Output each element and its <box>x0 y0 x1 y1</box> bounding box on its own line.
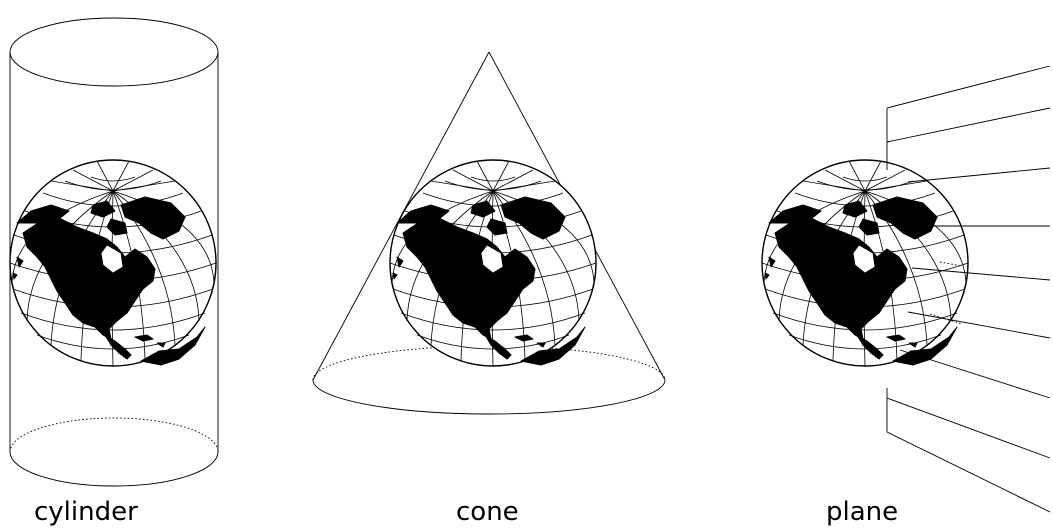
cylinder-label: cylinder <box>34 497 138 527</box>
cone-label: cone <box>456 497 519 527</box>
cone-base-front-rim <box>313 380 665 414</box>
cylinder-bottom-back-rim <box>10 418 218 452</box>
cylinder-globe <box>10 160 216 366</box>
plane-top-edge <box>887 66 1050 108</box>
cylinder-group <box>10 18 218 486</box>
plane-group <box>762 66 1050 512</box>
plane-globe <box>762 160 968 366</box>
cone-globe <box>390 160 596 366</box>
cylinder-top-rim <box>10 18 218 86</box>
cone-group <box>313 52 665 414</box>
plane-label: plane <box>826 497 898 527</box>
plane-bottom-edge <box>887 432 1050 512</box>
cylinder-bottom-front-rim <box>10 452 218 486</box>
